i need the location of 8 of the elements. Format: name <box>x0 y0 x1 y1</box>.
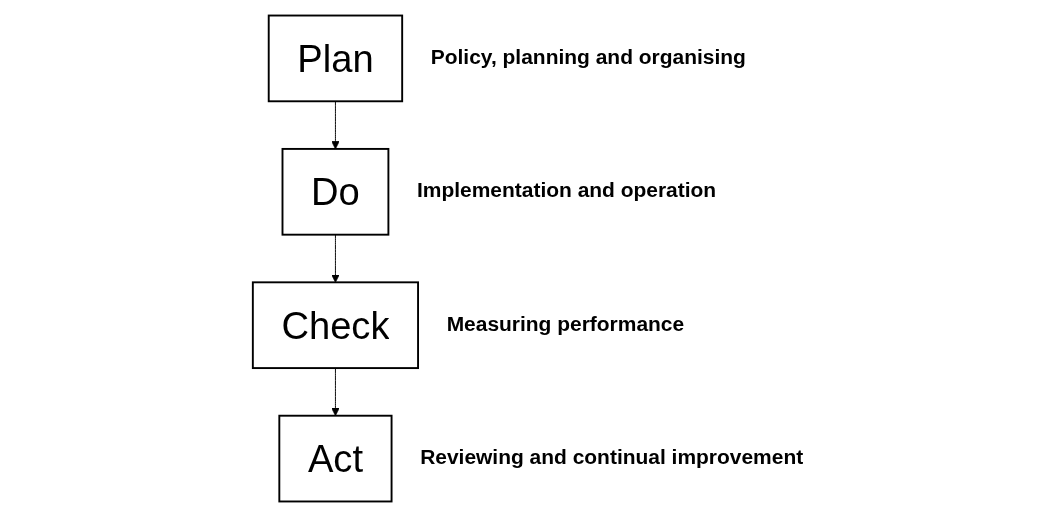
node-box: Act <box>278 414 393 503</box>
description-text: Measuring performance <box>446 311 685 335</box>
node-box: Plan <box>267 14 404 103</box>
description-text: Policy, planning and organising <box>430 44 746 68</box>
description-text: Implementation and operation <box>417 178 717 202</box>
description-text: Reviewing and continual improvement <box>420 445 804 469</box>
node-box: Do <box>281 147 390 236</box>
node-box: Check <box>251 281 419 370</box>
